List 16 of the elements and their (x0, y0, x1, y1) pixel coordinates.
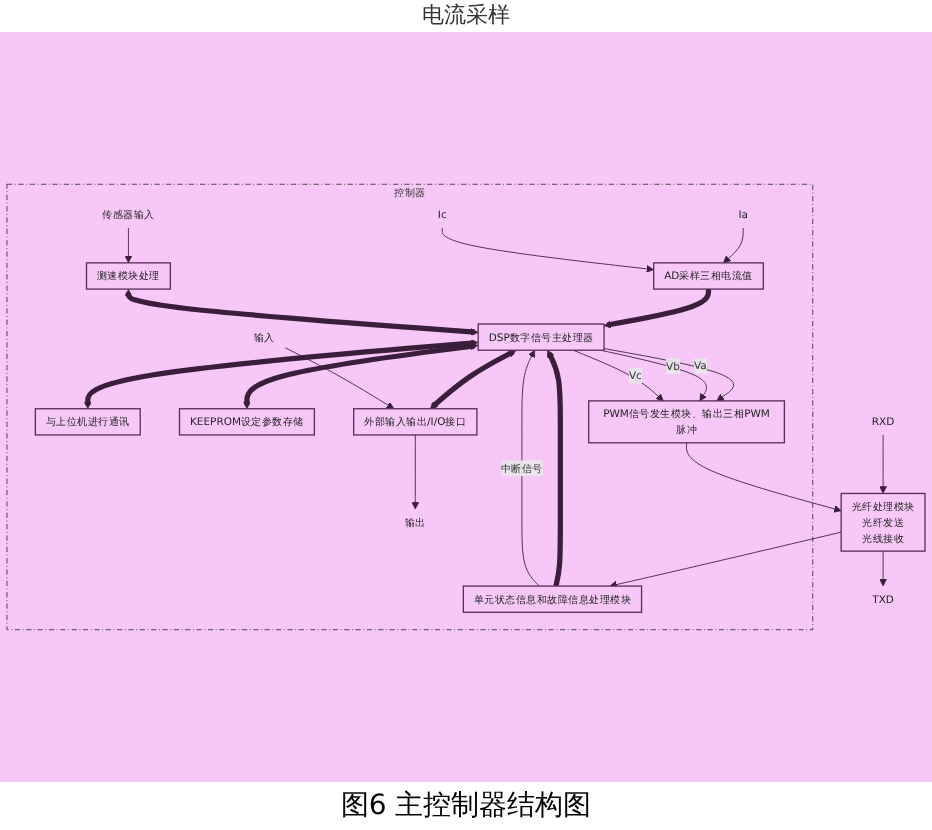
node-box (462, 585, 643, 613)
node-box (588, 400, 786, 444)
label-text: 电流采样 (422, 2, 510, 28)
node-box (840, 492, 926, 552)
node-box (178, 408, 316, 436)
arrow (546, 349, 563, 587)
arrow (429, 349, 517, 410)
node-box (653, 262, 764, 290)
arrow (124, 289, 479, 336)
node-box (85, 262, 171, 290)
caption: 图6 主控制器结构图 (340, 788, 592, 826)
node-box (34, 408, 141, 436)
node-box (353, 408, 478, 436)
arrow (603, 289, 712, 329)
node-box (477, 323, 605, 351)
cluster (6, 183, 814, 631)
